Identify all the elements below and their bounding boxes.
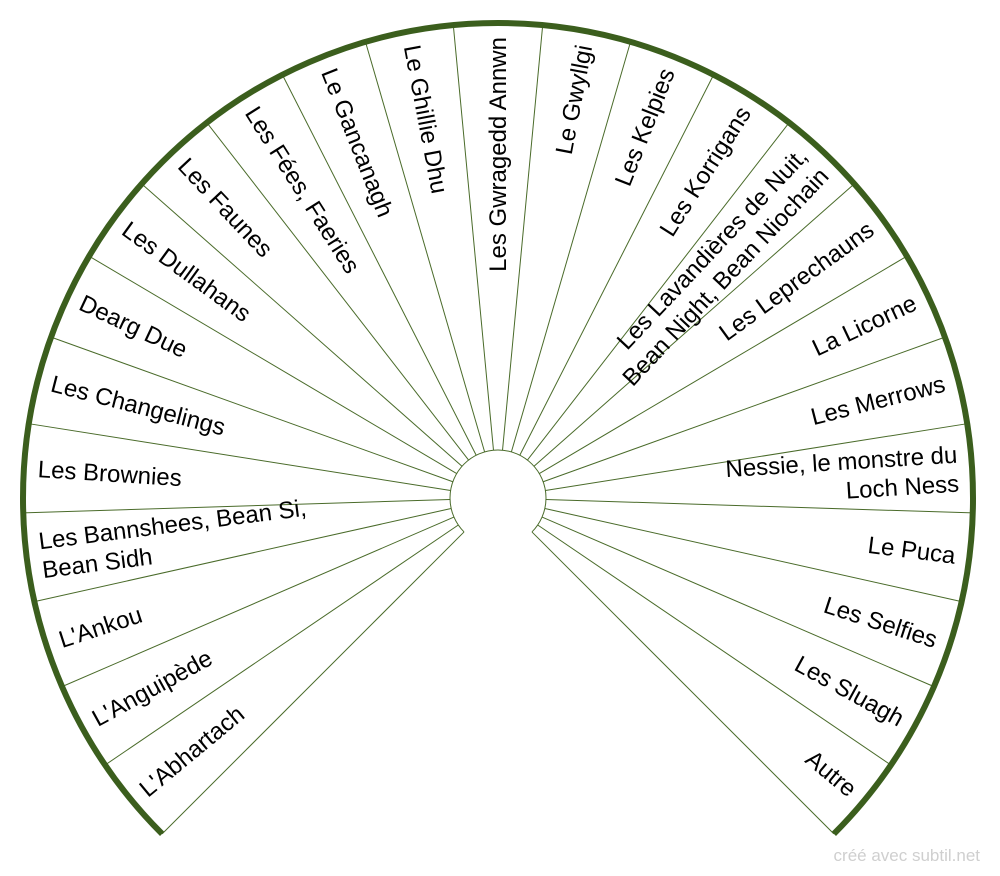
wheel-segment[interactable] bbox=[539, 256, 945, 482]
segment-divider bbox=[533, 183, 855, 467]
wheel-segment[interactable] bbox=[545, 423, 973, 513]
segment-divider bbox=[544, 507, 962, 603]
segment-divider bbox=[104, 524, 459, 766]
wheel-segment[interactable] bbox=[34, 508, 454, 687]
wheel-segment[interactable] bbox=[534, 183, 907, 474]
wheel-segment[interactable] bbox=[51, 256, 457, 482]
wheel-segment[interactable] bbox=[23, 423, 451, 513]
wheel-segment[interactable] bbox=[62, 517, 459, 765]
wheel-segment[interactable] bbox=[544, 499, 973, 602]
segment-divider bbox=[34, 507, 452, 603]
segment-divider bbox=[28, 423, 451, 491]
segment-divider bbox=[452, 25, 494, 451]
segment-divider bbox=[61, 516, 455, 688]
wheel-segment[interactable] bbox=[23, 499, 452, 602]
wheel-segment[interactable] bbox=[527, 122, 855, 467]
segment-divider bbox=[545, 499, 973, 514]
segment-divider bbox=[364, 41, 486, 453]
wheel-segment[interactable] bbox=[511, 41, 714, 456]
segment-divider bbox=[545, 423, 968, 491]
segment-divider bbox=[527, 122, 790, 461]
wheel-segment[interactable] bbox=[502, 25, 631, 452]
wheel-segment[interactable] bbox=[519, 74, 790, 461]
segment-divider bbox=[542, 336, 946, 483]
wheel-segment[interactable] bbox=[282, 41, 485, 456]
wheel-segment[interactable] bbox=[453, 22, 543, 451]
outer-rim bbox=[20, 20, 976, 836]
wheel-segment[interactable] bbox=[28, 337, 453, 491]
segment-divider bbox=[206, 122, 469, 461]
segment-label-line: Les Gwragedd Annwn bbox=[485, 37, 512, 272]
segment-divider bbox=[141, 183, 463, 467]
wheel-segment[interactable] bbox=[141, 122, 469, 467]
wheel-segment[interactable] bbox=[537, 517, 934, 765]
segment-divider bbox=[539, 255, 908, 474]
wheel-segment[interactable] bbox=[543, 337, 968, 491]
wheel-segment[interactable] bbox=[365, 25, 494, 452]
wheel-segment[interactable] bbox=[542, 508, 962, 687]
segment-divider bbox=[537, 524, 892, 766]
segment-divider bbox=[161, 531, 465, 835]
segment-label: Les Gwragedd Annwn bbox=[485, 37, 512, 272]
segment-divider bbox=[88, 255, 457, 474]
segment-divider bbox=[502, 25, 544, 451]
wheel-segment[interactable] bbox=[105, 524, 465, 834]
hub-arc bbox=[449, 449, 547, 533]
wheel-segment[interactable] bbox=[531, 524, 891, 834]
segment-divider bbox=[510, 41, 632, 453]
wheel-segment[interactable] bbox=[89, 183, 462, 474]
wheel-segment[interactable] bbox=[206, 74, 477, 461]
segment-divider bbox=[519, 74, 715, 456]
credit-text: créé avec subtil.net bbox=[833, 846, 980, 865]
segment-divider bbox=[50, 336, 454, 483]
segment-divider bbox=[531, 531, 835, 835]
segment-divider bbox=[281, 74, 477, 456]
segment-divider bbox=[541, 516, 935, 688]
segment-divider bbox=[23, 499, 451, 514]
